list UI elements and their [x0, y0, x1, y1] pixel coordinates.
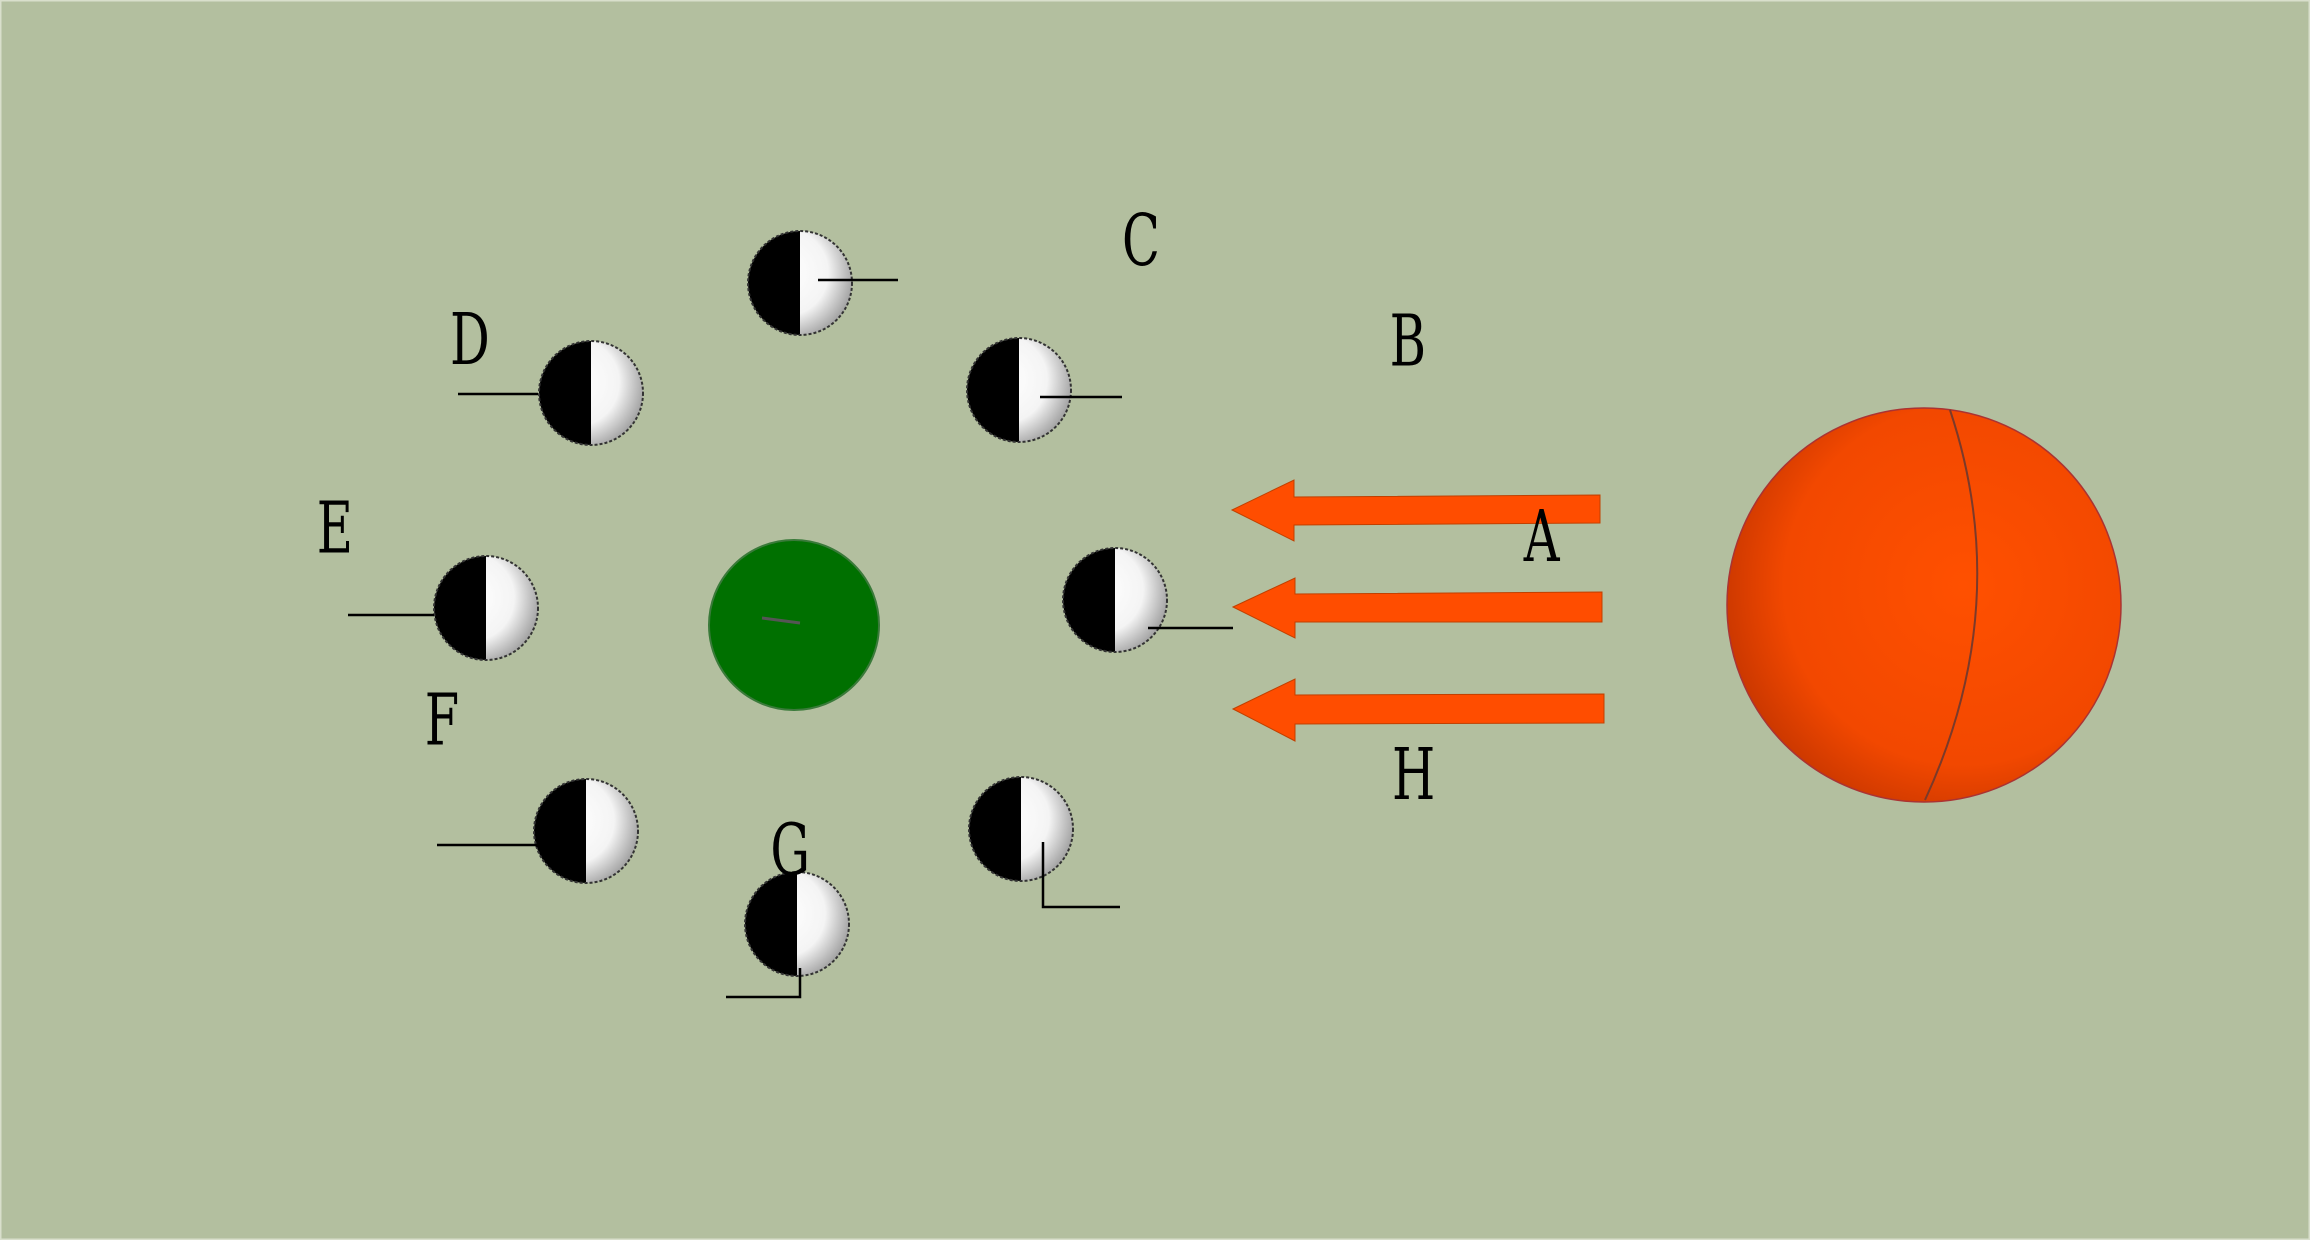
moon-label: G: [770, 810, 810, 892]
moon-b: B: [966, 300, 1426, 443]
moon-outline: [968, 776, 1074, 882]
moon-label: D: [450, 299, 490, 381]
moon-d: D: [450, 299, 644, 446]
moon-a: A: [1062, 496, 1560, 653]
moon-outline: [747, 230, 853, 336]
sun: [1726, 407, 2122, 803]
moon-e: E: [317, 487, 539, 661]
moon-sphere: [433, 555, 539, 661]
moon-f: F: [425, 680, 639, 884]
moon-label: A: [1523, 496, 1560, 578]
moon-outline: [744, 871, 850, 977]
moon-outline: [433, 555, 539, 661]
moon-dark-half: [434, 556, 486, 660]
moon-dark-half: [1063, 548, 1115, 652]
leader-line: [726, 968, 802, 999]
earth-axis-mark: [761, 616, 801, 625]
sunlight-arrows: [1230, 479, 1605, 742]
arrow-left-icon: [1231, 577, 1603, 639]
moon-label: F: [425, 680, 459, 762]
earth: [708, 539, 880, 711]
moon-dark-half: [534, 779, 586, 883]
moon-label: C: [1122, 200, 1160, 282]
moon-g: G: [726, 810, 850, 999]
moon-sphere: [1062, 547, 1168, 653]
moon-sphere: [966, 337, 1072, 443]
moon-dark-half: [967, 338, 1019, 442]
moon-dark-half: [539, 341, 591, 445]
moon-dark-half: [748, 231, 800, 335]
moon-sphere: [538, 340, 644, 446]
moon-sphere: [744, 871, 850, 977]
moon-outline: [538, 340, 644, 446]
leader-line: [437, 843, 540, 850]
moon-sphere: [747, 230, 853, 336]
moon-label: H: [1392, 734, 1435, 816]
moon-outline: [966, 337, 1072, 443]
arrow-left-icon: [1230, 479, 1601, 542]
moon-c: C: [747, 200, 1160, 336]
leader-line: [1041, 842, 1120, 909]
sun-terminator-line: [1924, 409, 1979, 801]
moon-sphere: [533, 778, 639, 884]
moon-dark-half: [745, 872, 797, 976]
moon-label: B: [1390, 300, 1426, 382]
moon-h: H: [968, 734, 1435, 909]
moon-outline: [533, 778, 639, 884]
moon-sphere: [968, 776, 1074, 882]
moon-label: E: [317, 487, 353, 569]
arrow-left-icon: [1231, 678, 1605, 742]
moon-dark-half: [969, 777, 1021, 881]
moon-outline: [1062, 547, 1168, 653]
